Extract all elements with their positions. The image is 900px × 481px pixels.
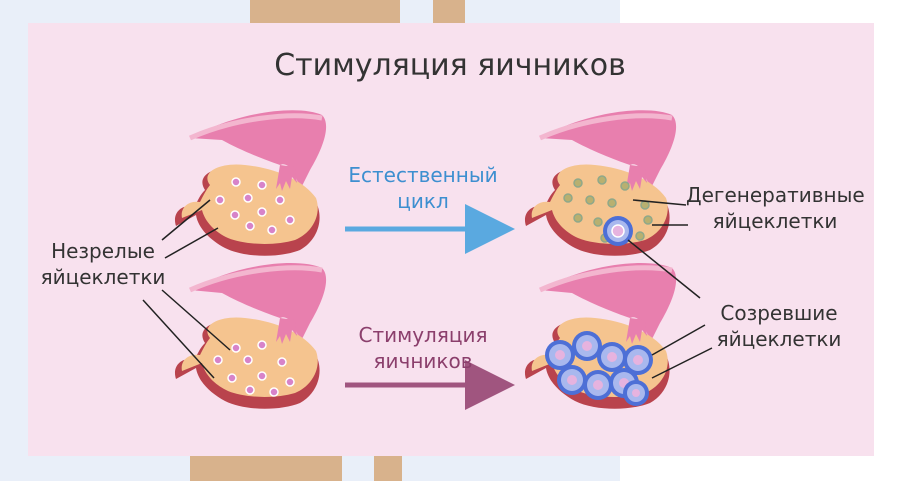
label-mature-line2: яйцеклетки bbox=[716, 327, 842, 351]
label-stimulation-line2: яичников bbox=[373, 349, 473, 373]
mature-follicle bbox=[583, 370, 613, 400]
label-mature-line1: Созревшие bbox=[720, 301, 838, 325]
immature-egg-cells bbox=[215, 177, 295, 235]
callout-line bbox=[627, 239, 701, 299]
label-degenerative-line2: яйцеклетки bbox=[712, 209, 838, 233]
label-natural-cycle-line1: Естественный bbox=[348, 163, 498, 187]
callout-line bbox=[651, 324, 706, 356]
label-degenerative-line1: Дегенеративные bbox=[686, 183, 865, 207]
ovary-fimbriae bbox=[276, 165, 297, 191]
background-bar bbox=[433, 0, 465, 23]
ovary-fimbriae bbox=[276, 318, 297, 344]
callout-line bbox=[161, 289, 231, 351]
mature-follicle bbox=[572, 331, 602, 361]
mature-follicle bbox=[623, 345, 653, 375]
ovary-immature-top bbox=[174, 110, 327, 256]
background-bar bbox=[374, 456, 402, 481]
mature-follicle bbox=[623, 380, 649, 406]
mature-follicle bbox=[603, 216, 633, 246]
callout-line bbox=[161, 199, 211, 241]
background-bar bbox=[190, 456, 342, 481]
label-immature-line1: Незрелые bbox=[51, 239, 155, 263]
callout-line bbox=[164, 227, 219, 259]
ovary-natural-cycle bbox=[524, 110, 677, 256]
immature-egg-cells bbox=[213, 340, 295, 397]
label-natural-cycle: Естественный цикл bbox=[338, 162, 508, 214]
label-degenerative-eggs: Дегенеративные яйцеклетки bbox=[686, 182, 865, 234]
ovary-fimbriae bbox=[626, 165, 647, 191]
mature-follicle bbox=[545, 340, 575, 370]
callout-lines bbox=[142, 199, 713, 379]
callout-line bbox=[651, 347, 713, 379]
mature-follicle bbox=[557, 365, 587, 395]
label-immature-line2: яйцеклетки bbox=[40, 265, 166, 289]
mature-follicle bbox=[597, 342, 627, 372]
label-immature-eggs: Незрелые яйцеклетки bbox=[38, 238, 168, 290]
callout-line bbox=[632, 199, 687, 206]
label-mature-eggs: Созревшие яйцеклетки bbox=[704, 300, 854, 352]
ovary-stimulated bbox=[524, 263, 677, 409]
callout-line bbox=[142, 299, 215, 379]
background-bar bbox=[250, 0, 400, 23]
mature-follicles bbox=[545, 331, 653, 406]
diagram-title: Стимуляция яичников bbox=[274, 48, 626, 83]
label-stimulation-line1: Стимуляция bbox=[358, 323, 488, 347]
ovary-immature-bottom bbox=[174, 263, 327, 409]
ovary-fimbriae bbox=[626, 318, 647, 344]
label-stimulation: Стимуляция яичников bbox=[338, 322, 508, 374]
label-natural-cycle-line2: цикл bbox=[397, 189, 449, 213]
